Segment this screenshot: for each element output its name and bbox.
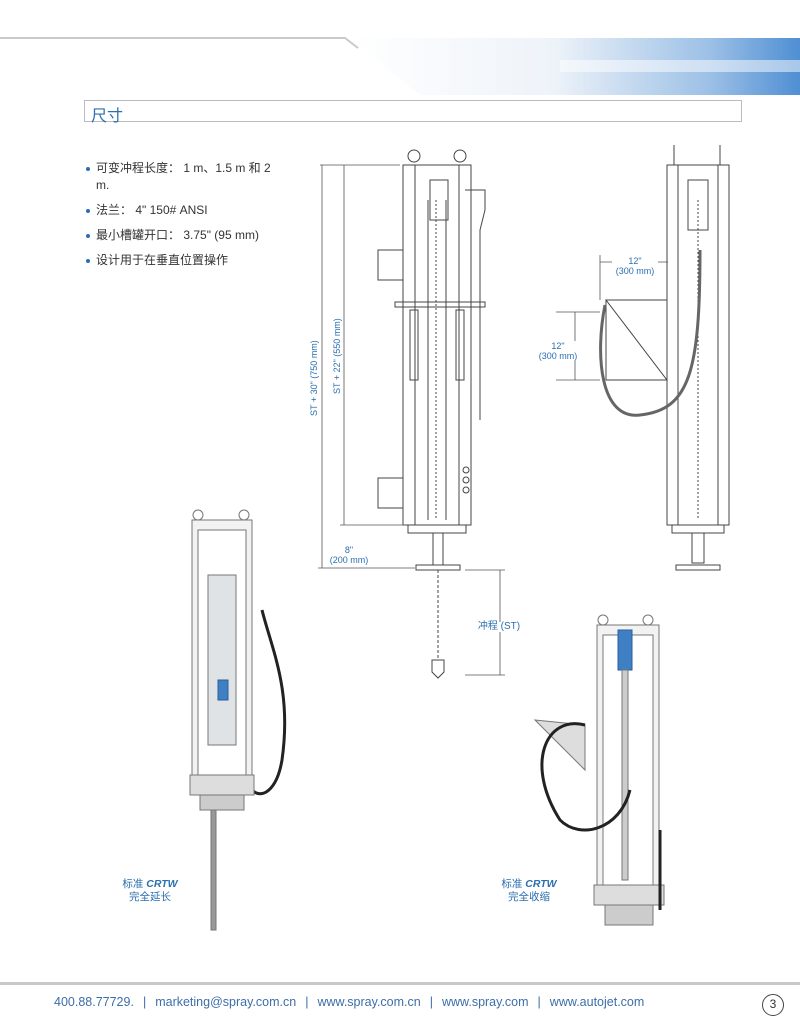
dim-h12-mm: (300 mm) (615, 266, 655, 276)
caption-extended: 标准 CRTW 完全延长 (115, 878, 185, 904)
caption-state: 完全收缩 (508, 891, 550, 903)
feature-item: 可变冲程长度： 1 m、1.5 m 和 2 m. (86, 160, 286, 194)
header-banner (0, 37, 800, 95)
front-view-drawing (377, 149, 486, 679)
feature-item: 设计用于在垂直位置操作 (86, 252, 286, 269)
section-title-box: 尺寸 (84, 100, 742, 125)
caption-prefix: 标准 (501, 878, 523, 890)
dim-st22: ST + 22" (550 mm) (332, 318, 342, 394)
dim-horizontal-12: 12" (300 mm) (612, 256, 658, 276)
photo-extended (189, 509, 287, 931)
footer-site-autojet[interactable]: www.autojet.com (549, 995, 645, 1009)
dim-8-mm: (200 mm) (329, 555, 369, 565)
dim-v12-mm: (300 mm) (538, 351, 578, 361)
caption-retracted: 标准 CRTW 完全收缩 (494, 878, 564, 904)
feature-item: 法兰： 4" 150# ANSI (86, 202, 286, 219)
caption-model: CRTW (525, 878, 557, 890)
dim-st30: ST + 30" (750 mm) (309, 340, 319, 416)
dim-8: 8" (200 mm) (326, 545, 372, 565)
footer-contacts: 400.88.77729.|marketing@spray.com.cn|www… (54, 995, 645, 1009)
footer-site-cn[interactable]: www.spray.com.cn (317, 995, 421, 1009)
feature-list: 可变冲程长度： 1 m、1.5 m 和 2 m. 法兰： 4" 150# ANS… (86, 160, 286, 277)
dim-stroke: 冲程 (ST) (474, 622, 524, 632)
caption-model: CRTW (146, 878, 178, 890)
caption-state: 完全延长 (129, 891, 171, 903)
dim-v12-in: 12" (551, 341, 565, 351)
dim-8-in: 8" (344, 545, 354, 555)
caption-prefix: 标准 (122, 878, 144, 890)
feature-item: 最小槽罐开口： 3.75" (95 mm) (86, 227, 286, 244)
dim-h12-in: 12" (628, 256, 642, 266)
section-title: 尺寸 (91, 108, 124, 125)
page-number: 3 (762, 994, 784, 1016)
footer-site[interactable]: www.spray.com (441, 995, 529, 1009)
technical-drawings (189, 145, 730, 931)
photo-retracted (533, 614, 665, 926)
footer-phone: 400.88.77729. (54, 995, 134, 1009)
footer-divider (0, 982, 800, 985)
footer-email[interactable]: marketing@spray.com.cn (155, 995, 297, 1009)
dim-vertical-12: 12" (300 mm) (535, 341, 581, 361)
side-view-drawing (599, 145, 730, 571)
dimension-lines (318, 164, 668, 676)
